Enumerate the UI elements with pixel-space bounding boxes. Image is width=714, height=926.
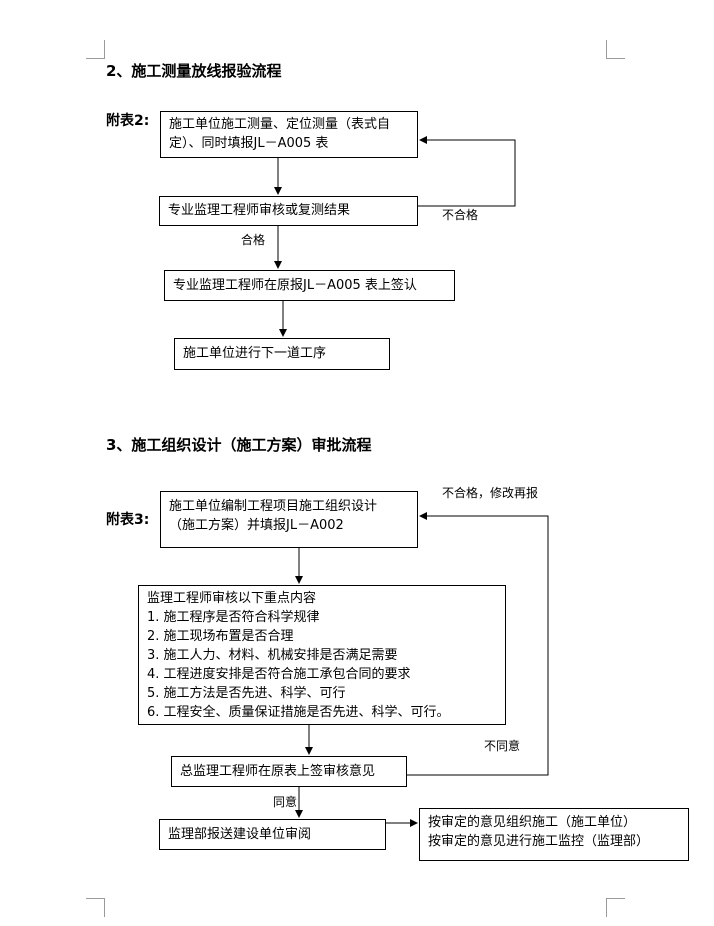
s3-execute-line-2: 按审定的意见进行施工监控（监理部） [428,834,650,849]
s2-step-sign-text: 专业监理工程师在原报JL－A005 表上签认 [173,278,417,293]
s2-step-survey-box: 施工单位施工测量、定位测量（表式自 定）、同时填报JL－A005 表 [160,111,418,158]
crop-mark-top-left [86,40,105,59]
s3-step-chief-text: 总监理工程师在原表上签审核意见 [180,764,376,779]
s2-step-next-box: 施工单位进行下一道工序 [174,338,390,370]
s3-label-disagree: 不同意 [484,739,521,753]
attachment-3-label: 附表3: [106,512,150,528]
s3-review-title: 监理工程师审核以下重点内容 [147,591,317,606]
s3-step-chief-box: 总监理工程师在原表上签审核意见 [171,756,407,787]
arrow-s2-fail-loop [418,136,516,207]
s3-step-submit-box: 监理部报送建设单位审阅 [159,819,386,850]
s3-review-item-1: 1. 施工程序是否符合科学规律 [147,610,320,625]
s2-label-pass: 合格 [241,233,266,247]
arrow-s3-disagree-loop [407,512,549,776]
section-2-heading: 2、施工测量放线报验流程 [106,62,282,80]
s3-review-item-5: 5. 施工方法是否先进、科学、可行 [147,686,346,701]
s3-step-execute-box: 按审定的意见组织施工（施工单位） 按审定的意见进行施工监控（监理部） [419,808,689,861]
s2-step-review-text: 专业监理工程师审核或复测结果 [168,203,351,218]
s3-step-review-box: 监理工程师审核以下重点内容 1. 施工程序是否符合科学规律 2. 施工现场布置是… [138,585,506,725]
s3-review-item-2: 2. 施工现场布置是否合理 [147,629,294,644]
crop-mark-bottom-left [86,898,105,917]
s3-step-prepare-box: 施工单位编制工程项目施工组织设计 （施工方案）并填报JL－A002 [160,491,418,548]
s3-label-fail-resubmit: 不合格，修改再报 [442,486,539,500]
s2-step-review-box: 专业监理工程师审核或复测结果 [159,196,418,226]
s2-step-next-text: 施工单位进行下一道工序 [183,346,327,361]
s3-review-item-4: 4. 工程进度安排是否符合施工承包合同的要求 [147,667,411,682]
crop-mark-bottom-right [606,898,625,917]
s3-review-item-3: 3. 施工人力、材料、机械安排是否满足需要 [147,648,398,663]
s3-step-submit-text: 监理部报送建设单位审阅 [168,827,312,842]
s3-step-prepare-line-2: （施工方案）并填报JL－A002 [169,518,344,533]
s2-label-fail: 不合格 [442,208,479,222]
s2-step-survey-line-2: 定）、同时填报JL－A005 表 [169,136,329,151]
attachment-2-label: 附表2: [106,113,150,129]
section-3-heading: 3、施工组织设计（施工方案）审批流程 [106,436,372,454]
s3-step-prepare-line-1: 施工单位编制工程项目施工组织设计 [169,499,378,514]
s2-step-survey-line-1: 施工单位施工测量、定位测量（表式自 [169,117,391,132]
s3-review-item-6: 6. 工程安全、质量保证措施是否先进、科学、可行。 [147,705,450,720]
crop-mark-top-right [606,40,625,59]
s3-execute-line-1: 按审定的意见组织施工（施工单位） [428,815,637,830]
s3-label-agree: 同意 [273,795,298,809]
s2-step-sign-box: 专业监理工程师在原报JL－A005 表上签认 [164,270,455,301]
